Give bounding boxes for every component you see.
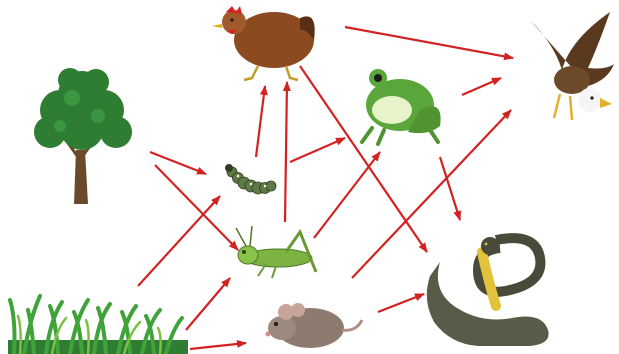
arrow-layer (138, 27, 513, 349)
arrow-grass-to-mouse (190, 343, 246, 349)
grass-icon (8, 296, 188, 354)
arrow-frog-to-eagle (462, 78, 501, 95)
arrow-tree-to-grasshopper (155, 165, 238, 250)
caterpillar-icon (225, 164, 276, 194)
arrow-grass-to-caterpillar (138, 196, 220, 286)
arrow-caterpillar-to-chicken (256, 86, 265, 157)
eagle-icon (530, 12, 614, 120)
mouse-icon (266, 303, 363, 348)
arrow-mouse-to-snake (378, 294, 424, 312)
tree-icon (34, 68, 132, 204)
frog-icon (362, 69, 441, 144)
arrow-grasshopper-to-frog (314, 152, 380, 238)
grasshopper-icon (236, 226, 316, 278)
arrow-caterpillar-to-frog (290, 138, 345, 162)
chicken-icon (212, 6, 315, 80)
arrow-grass-to-grasshopper (186, 278, 230, 330)
arrow-chicken-to-eagle (345, 27, 513, 58)
arrow-grasshopper-to-chicken (285, 82, 287, 222)
cobra-icon (427, 237, 549, 346)
arrow-tree-to-caterpillar (150, 152, 206, 174)
